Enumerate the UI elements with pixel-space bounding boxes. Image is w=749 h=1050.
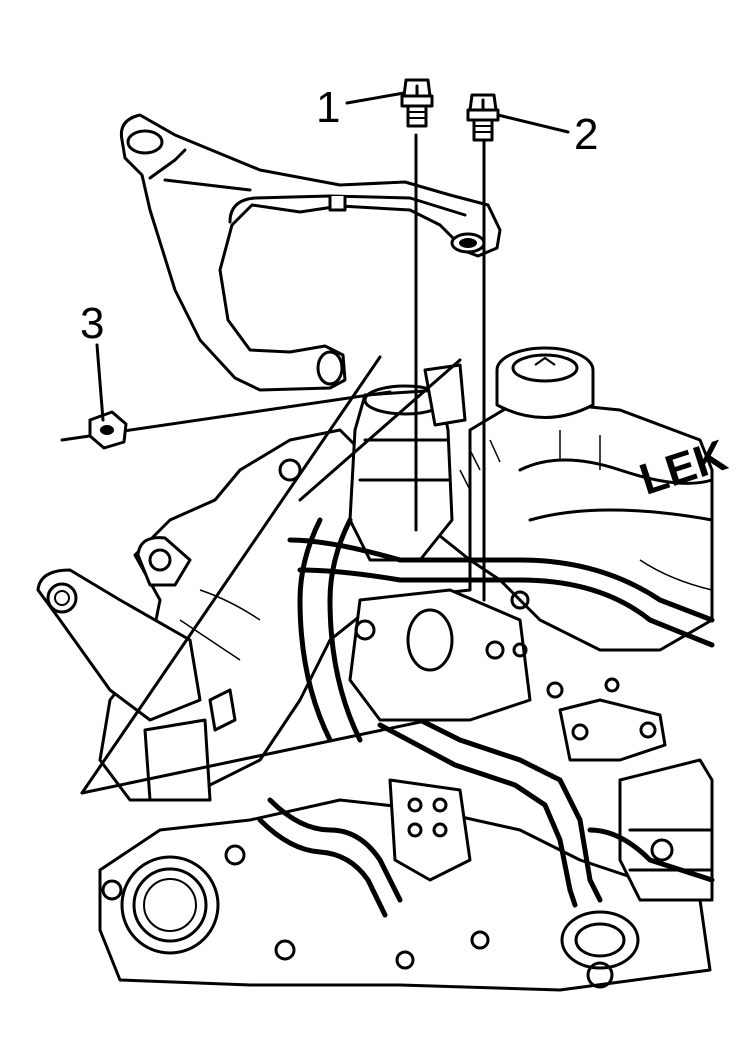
nut-3 bbox=[88, 410, 128, 450]
callout-1: 1 bbox=[316, 83, 340, 132]
bolt-2 bbox=[466, 93, 500, 142]
bracket bbox=[119, 113, 502, 392]
leader-lines bbox=[95, 91, 570, 422]
bolt-1 bbox=[400, 78, 434, 128]
engine-assembly: LEK bbox=[36, 346, 733, 992]
callout-2: 2 bbox=[574, 110, 598, 159]
view-indicator-lines bbox=[80, 355, 462, 795]
callout-3: 3 bbox=[80, 299, 104, 348]
